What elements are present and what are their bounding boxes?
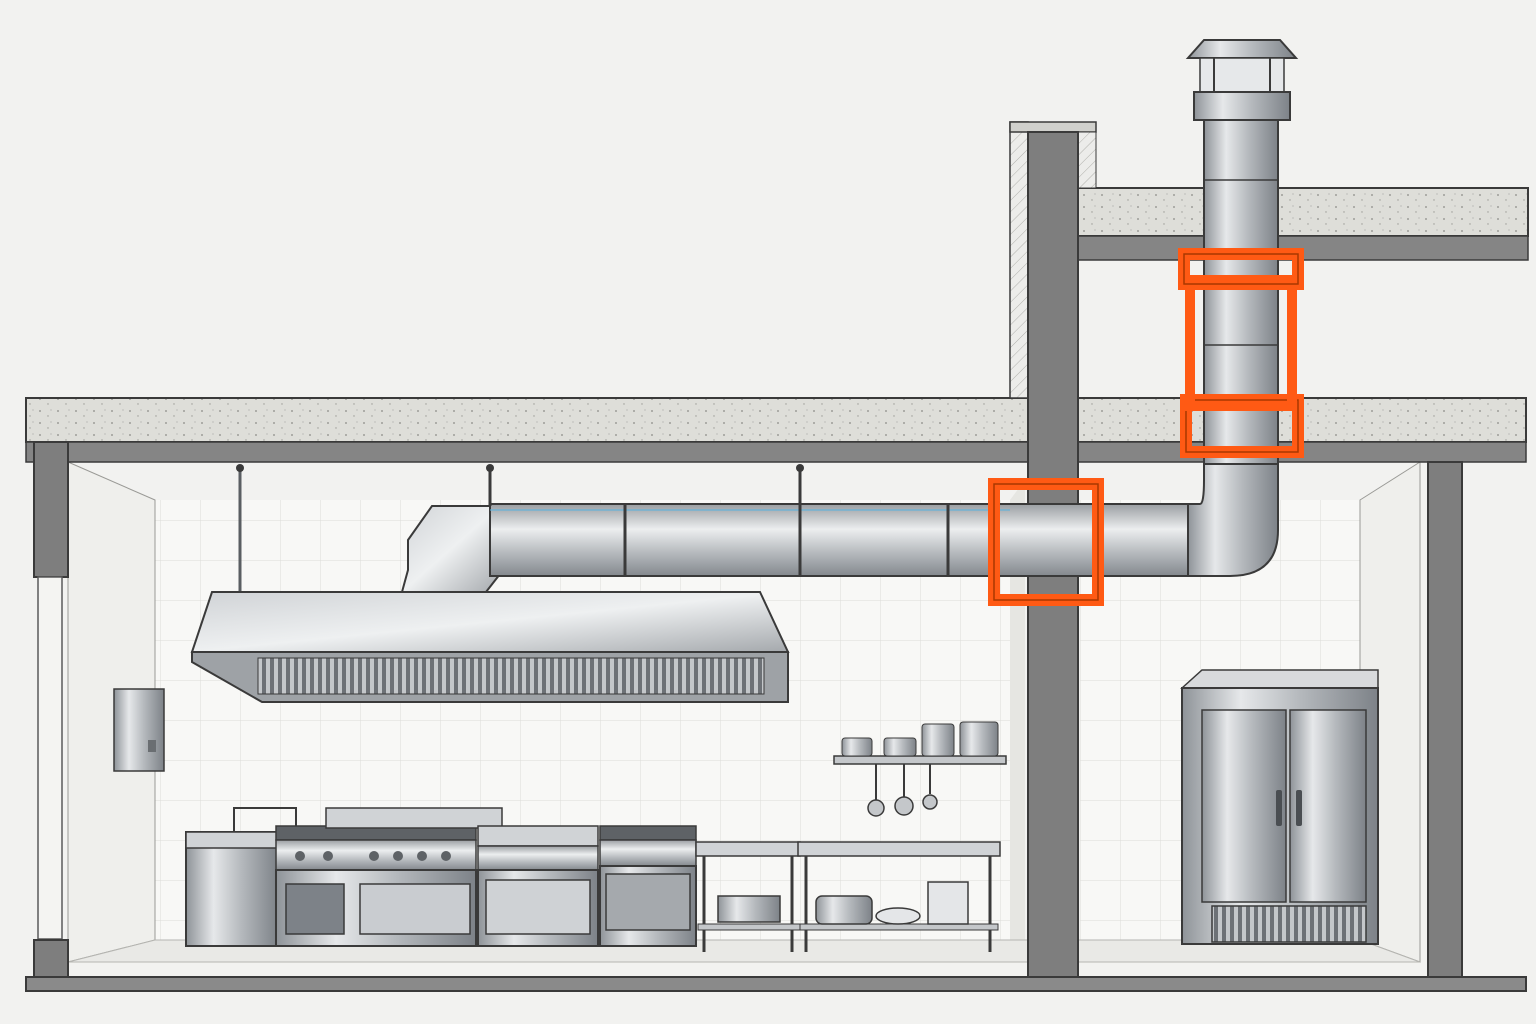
hood-transition <box>400 505 501 593</box>
parapet-cladding <box>1009 121 1029 399</box>
fire-collar-wall <box>988 478 1104 606</box>
reach-in-refrigerator <box>1180 669 1379 945</box>
left-wall-base <box>33 939 69 978</box>
horizontal-duct <box>236 464 1211 593</box>
hood-grease-filters <box>257 657 765 695</box>
electrical-panel <box>113 688 165 772</box>
prep-table-right <box>797 841 1001 952</box>
upper-roof-slab <box>1077 187 1529 237</box>
vertical-stack <box>1203 119 1279 465</box>
griddle-oven <box>477 825 599 947</box>
range-two-burner <box>599 825 697 947</box>
range-six-burner <box>275 807 503 947</box>
left-exterior-wall <box>33 441 69 578</box>
duct-elbow <box>1187 459 1279 577</box>
wall-shelf <box>833 721 1007 817</box>
parapet-cladding-right <box>1077 131 1097 189</box>
exhaust-hood <box>190 468 790 703</box>
parapet-cap <box>1009 121 1097 133</box>
right-exterior-wall <box>1427 461 1463 978</box>
fire-collar-slab-upper <box>1178 248 1304 411</box>
lower-slab-soffit <box>25 441 1527 463</box>
prep-table-left <box>695 841 801 952</box>
left-window-jamb <box>37 576 63 940</box>
floor-slab <box>25 976 1527 992</box>
rain-cap <box>1185 39 1299 121</box>
fryer <box>185 807 297 947</box>
fire-collar-slab-lower <box>1180 394 1304 458</box>
